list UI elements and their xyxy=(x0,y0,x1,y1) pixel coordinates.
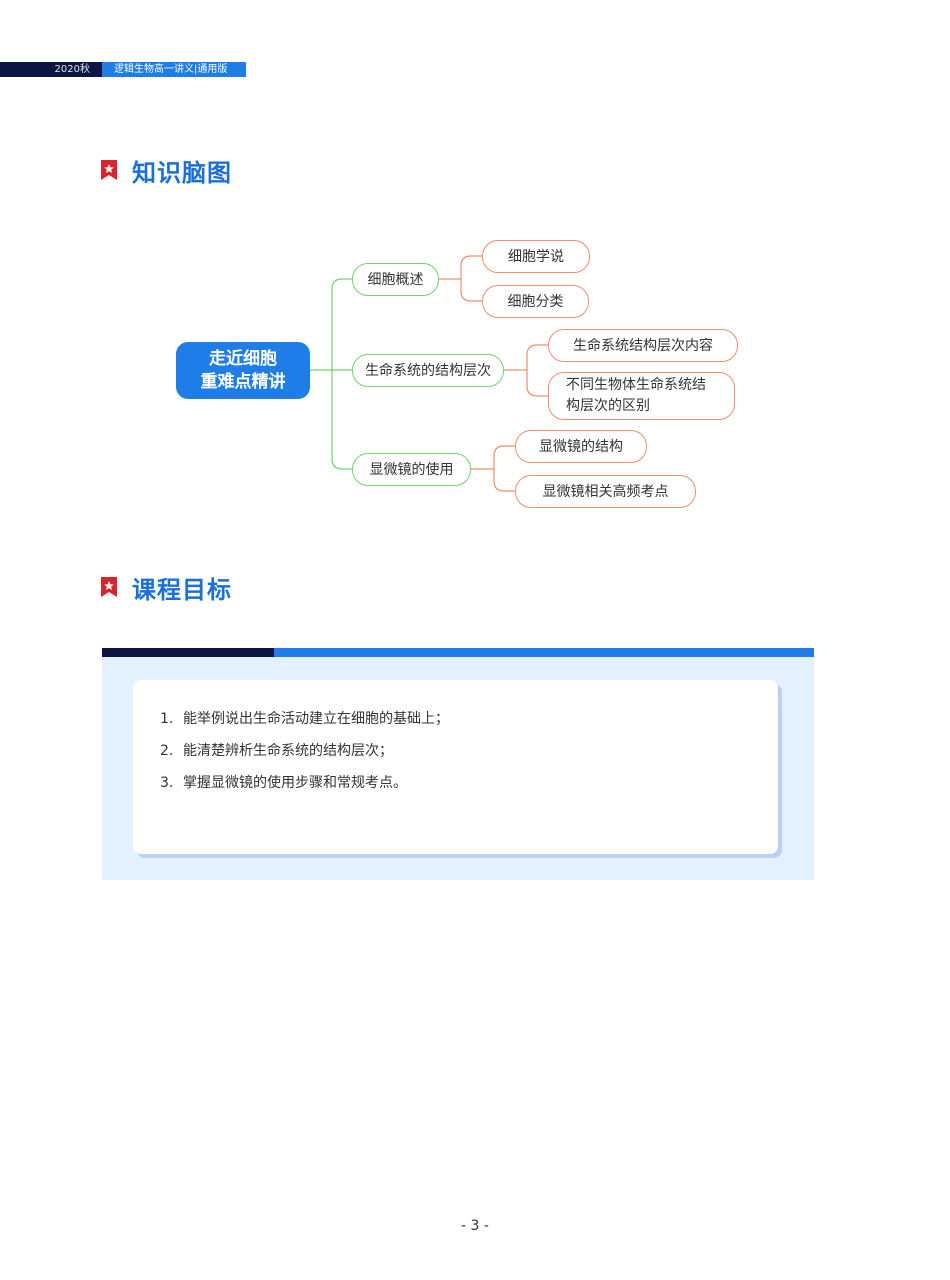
goals-heading-text: 课程目标 xyxy=(132,575,232,604)
goals-bar-blue xyxy=(274,648,814,657)
node-life-system-content: 生命系统结构层次内容 xyxy=(548,329,738,362)
goal-item: 3. 掌握显微镜的使用步骤和常规考点。 xyxy=(160,772,407,792)
goal-text: 能举例说出生命活动建立在细胞的基础上； xyxy=(183,711,449,727)
goals-section-heading: 课程目标 xyxy=(100,572,232,604)
goal-item: 1. 能举例说出生命活动建立在细胞的基础上； xyxy=(160,708,449,728)
node-microscope-use: 显微镜的使用 xyxy=(352,453,471,486)
root-line-1: 走近细胞 xyxy=(209,348,277,369)
node-life-system-differences: 不同生物体生命系统结 构层次的区别 xyxy=(548,372,735,420)
goal-text: 能清楚辨析生命系统的结构层次； xyxy=(183,743,393,759)
differences-line-1: 不同生物体生命系统结 xyxy=(566,377,706,393)
goals-card: 1.能举例说出生命活动建立在细胞的基础上； 2.能清楚辨析生命系统的结构层次； … xyxy=(133,680,778,854)
node-life-system-levels: 生命系统的结构层次 xyxy=(352,354,504,387)
node-cell-theory: 细胞学说 xyxy=(482,240,590,273)
node-cell-overview: 细胞概述 xyxy=(352,263,439,296)
node-microscope-structure: 显微镜的结构 xyxy=(515,430,647,463)
node-cell-classification: 细胞分类 xyxy=(482,285,589,318)
node-microscope-exam-points: 显微镜相关高频考点 xyxy=(515,475,696,508)
goals-bar-dark xyxy=(102,648,274,657)
bookmark-star-icon xyxy=(100,576,118,598)
page-number: - 3 - xyxy=(461,1218,489,1234)
mindmap-heading-text: 知识脑图 xyxy=(132,158,232,187)
goal-number: 1. xyxy=(160,711,174,727)
root-line-2: 重难点精讲 xyxy=(200,371,286,392)
goal-text: 掌握显微镜的使用步骤和常规考点。 xyxy=(183,775,407,791)
mindmap-connectors xyxy=(310,255,548,492)
goal-item: 2. 能清楚辨析生命系统的结构层次； xyxy=(160,740,393,760)
goal-number: 2. xyxy=(160,743,174,759)
bookmark-star-icon xyxy=(100,159,118,181)
mindmap: 走近细胞 重难点精讲 细胞概述 生命系统的结构层次 显微镜的使用 细胞学说 细胞… xyxy=(0,0,950,600)
mindmap-root-node: 走近细胞 重难点精讲 xyxy=(176,342,310,399)
mindmap-section-heading: 知识脑图 xyxy=(100,155,232,187)
header-course-title: 逻辑生物高一讲义|通用版 xyxy=(102,62,246,77)
differences-line-2: 构层次的区别 xyxy=(566,398,650,414)
header-year: 2020秋 xyxy=(0,62,102,77)
goal-number: 3. xyxy=(160,775,174,791)
goals-panel: 1.能举例说出生命活动建立在细胞的基础上； 2.能清楚辨析生命系统的结构层次； … xyxy=(102,648,814,880)
